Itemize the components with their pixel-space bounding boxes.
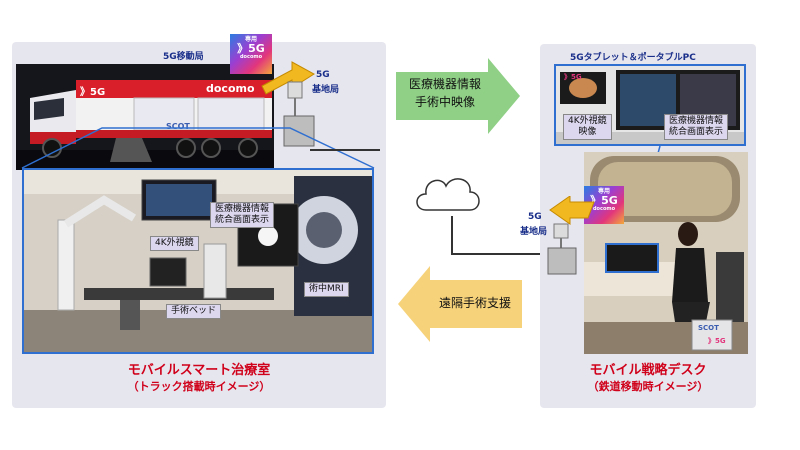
network-lines-right: [451, 216, 544, 255]
base-station-right-icon: [547, 223, 577, 275]
arrow-top-line1: 医療機器情報: [408, 77, 481, 91]
cloud-icon: [416, 178, 480, 211]
truck-mark: 》5G: [80, 87, 106, 98]
base-station-left-icon: [283, 81, 315, 147]
tag-4k-scope: 4K外視鏡: [150, 236, 199, 251]
callout-lines-left: [21, 127, 380, 169]
base-station-label-right-1: 5G: [528, 212, 542, 222]
signal-arrow-right: [549, 196, 595, 225]
left-caption-subtitle: （トラック搭載時イメージ）: [127, 380, 271, 393]
truck-logo: SCOT: [166, 122, 190, 131]
mobile-station-label: 5G移動局: [163, 52, 204, 62]
screen-5g-mark: 》5G: [564, 73, 582, 81]
left-caption-title: モバイルスマート治療室: [127, 363, 271, 378]
right-caption-title: モバイル戦略デスク: [589, 363, 707, 378]
tag-intraop-mri: 術中MRI: [304, 282, 349, 297]
train-desk-photo: SCOT 》5G: [584, 152, 748, 354]
operating-room-photo: [22, 168, 374, 354]
tag-info-display-right: 医療機器情報 統合画面表示: [664, 114, 729, 140]
tag-scope-video: 4K外視鏡 映像: [563, 114, 612, 140]
arrow-left-yellow: [398, 266, 522, 342]
arrow-bottom-label: 遠隔手術支援: [438, 296, 511, 310]
right-caption-subtitle: （鉄道移動時イメージ）: [587, 380, 709, 393]
tag-info-display-left: 医療機器情報 統合画面表示: [210, 202, 275, 228]
right-header: 5Gタブレット＆ポータブルPC: [570, 53, 696, 63]
operating-room-illustration: [24, 170, 372, 352]
truck-brand: docomo: [206, 82, 255, 95]
base-station-label-right-2: 基地局: [520, 227, 548, 237]
private-5g-badge-left: 専用 》5G docomo: [230, 34, 272, 74]
tag-surgical-bed: 手術ベッド: [166, 304, 222, 319]
private-5g-badge-right: 専用 》5G docomo: [584, 186, 624, 224]
case-logo: SCOT: [698, 324, 719, 332]
base-station-label-left-2: 基地局: [312, 85, 340, 95]
arrow-top-line2: 手術中映像: [414, 95, 475, 109]
train-desk-illustration: [584, 152, 748, 354]
signal-arrow-left: [261, 61, 315, 95]
base-station-label-left-1: 5G: [316, 70, 330, 80]
case-mark: 》5G: [708, 337, 726, 345]
arrow-right-green: [396, 58, 520, 134]
